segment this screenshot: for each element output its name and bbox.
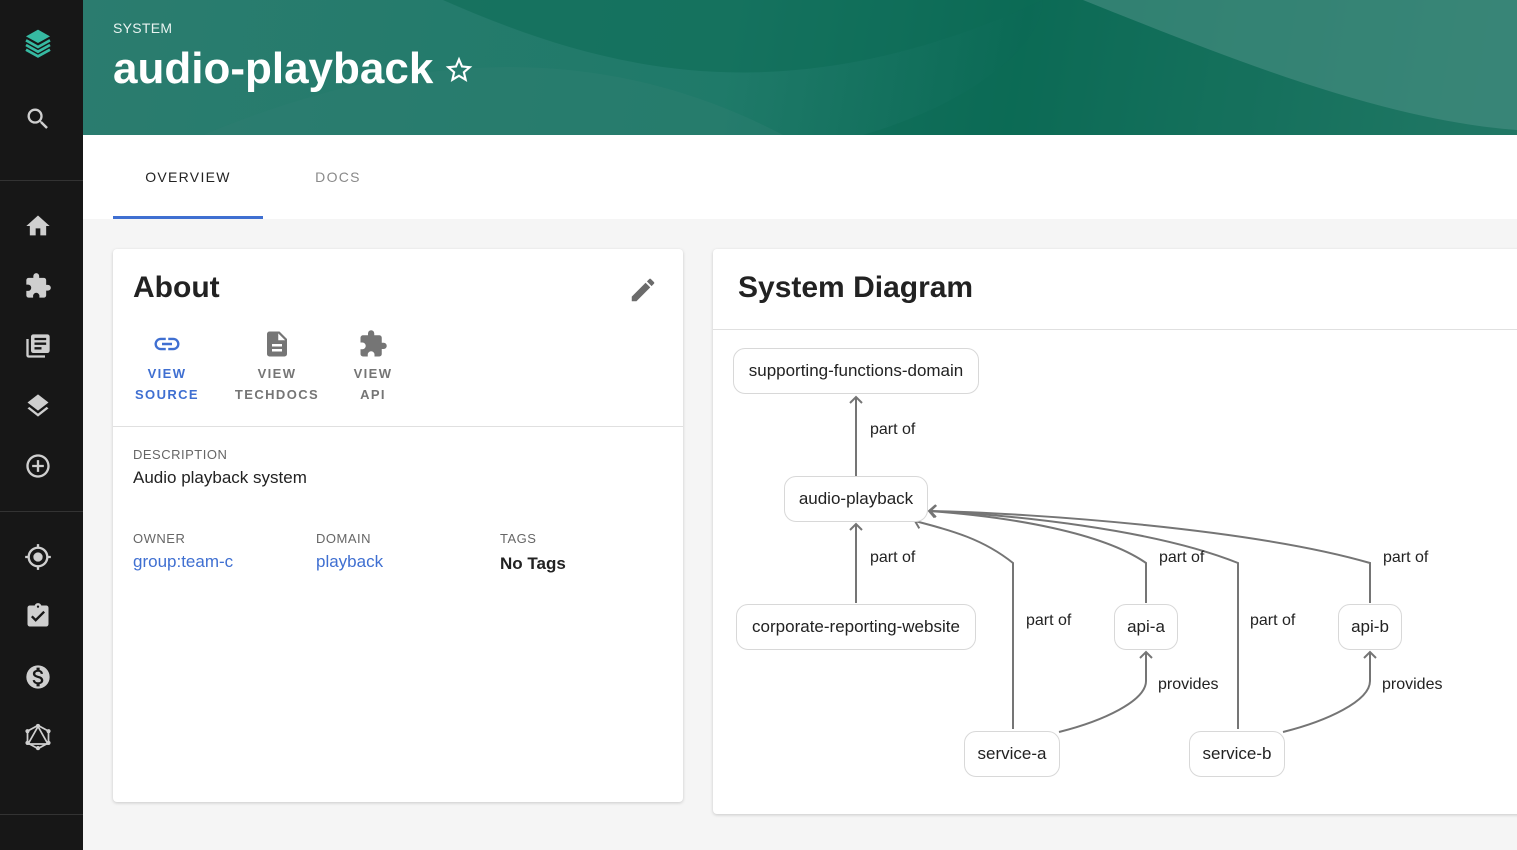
domain-link[interactable]: playback: [316, 552, 384, 571]
node-api-a[interactable]: api-a: [1114, 604, 1178, 650]
tab-bar: OVERVIEW DOCS: [83, 135, 1517, 219]
owner-label: OWNER: [133, 531, 186, 546]
edge-service-a-system: [913, 515, 1014, 729]
edge-label-provides: provides: [1382, 676, 1443, 693]
radar-target-icon[interactable]: [22, 541, 54, 573]
view-techdocs-button[interactable]: VIEW TECHDOCS: [230, 329, 324, 405]
tags-value: No Tags: [500, 554, 566, 573]
view-techdocs-label-line1: VIEW: [257, 366, 297, 381]
home-icon[interactable]: [22, 210, 54, 242]
header-wave-decoration: [203, 0, 1517, 135]
view-api-label-line1: VIEW: [353, 366, 393, 381]
tab-docs[interactable]: DOCS: [315, 169, 361, 185]
view-source-label-line2: SOURCE: [134, 387, 200, 402]
system-diagram-card: System Diagram supporting-functions-doma…: [713, 249, 1517, 814]
diagram-title: System Diagram: [738, 271, 974, 304]
diagram-divider: [713, 329, 1517, 330]
search-icon[interactable]: [22, 103, 54, 135]
about-divider: [113, 426, 683, 427]
sidebar: [0, 0, 83, 850]
app-logo-icon[interactable]: [22, 27, 54, 59]
domain-label: DOMAIN: [316, 531, 371, 546]
edge-label-part-of: part of: [870, 421, 916, 438]
edge-label-part-of: part of: [1383, 549, 1429, 566]
tab-overview[interactable]: OVERVIEW: [145, 169, 231, 185]
description-label: DESCRIPTION: [133, 447, 228, 462]
diagram-edges: [849, 395, 1377, 733]
dollar-icon[interactable]: [22, 661, 54, 693]
document-icon: [267, 331, 287, 357]
entity-kind: SYSTEM: [113, 20, 173, 36]
edge-label-part-of: part of: [1250, 612, 1296, 629]
layers-icon[interactable]: [22, 390, 54, 422]
star-outline-icon[interactable]: [443, 54, 475, 86]
owner-link[interactable]: group:team-c: [133, 552, 234, 571]
edge-label-part-of: part of: [1159, 549, 1205, 566]
edge-service-b-system: [928, 504, 1239, 729]
description-value: Audio playback system: [133, 468, 307, 487]
edit-icon[interactable]: [628, 275, 658, 305]
node-api-b[interactable]: api-b: [1338, 604, 1402, 650]
edge-label-part-of: part of: [870, 549, 916, 566]
edge-label-part-of: part of: [1026, 612, 1072, 629]
docs-library-icon[interactable]: [22, 330, 54, 362]
view-source-label-line1: VIEW: [147, 366, 187, 381]
node-system[interactable]: audio-playback: [784, 476, 928, 522]
view-source-button[interactable]: VIEW SOURCE: [132, 329, 202, 405]
page-header: SYSTEM audio-playback: [83, 0, 1517, 135]
view-api-button[interactable]: VIEW API: [348, 329, 398, 405]
edge-api-a-system: [927, 504, 1147, 603]
node-service-a[interactable]: service-a: [964, 731, 1060, 777]
about-card: About VIEW SOURCE VIEW TECHDOCS VIEW API…: [113, 249, 683, 802]
edge-label-provides: provides: [1158, 676, 1219, 693]
puzzle-icon[interactable]: [22, 270, 54, 302]
edge-api-b-system: [928, 504, 1371, 603]
graphql-icon[interactable]: [22, 721, 54, 753]
view-api-label-line2: API: [360, 387, 386, 402]
active-tab-indicator: [113, 216, 263, 219]
tags-label: TAGS: [500, 531, 537, 546]
about-title: About: [133, 271, 220, 304]
view-techdocs-label-line2: TECHDOCS: [234, 387, 320, 402]
page-title: audio-playback: [113, 44, 434, 93]
sidebar-divider: [0, 180, 83, 181]
node-service-b[interactable]: service-b: [1189, 731, 1285, 777]
edge-service-b-api-b: [1282, 650, 1377, 733]
add-circle-icon[interactable]: [22, 450, 54, 482]
edge-service-a-api-a: [1058, 650, 1153, 733]
link-icon: [154, 337, 180, 351]
puzzle-icon: [360, 330, 387, 357]
node-domain[interactable]: supporting-functions-domain: [733, 348, 979, 394]
node-website[interactable]: corporate-reporting-website: [736, 604, 976, 650]
sidebar-divider: [0, 814, 83, 815]
sidebar-divider: [0, 511, 83, 512]
assignment-check-icon[interactable]: [22, 600, 54, 632]
